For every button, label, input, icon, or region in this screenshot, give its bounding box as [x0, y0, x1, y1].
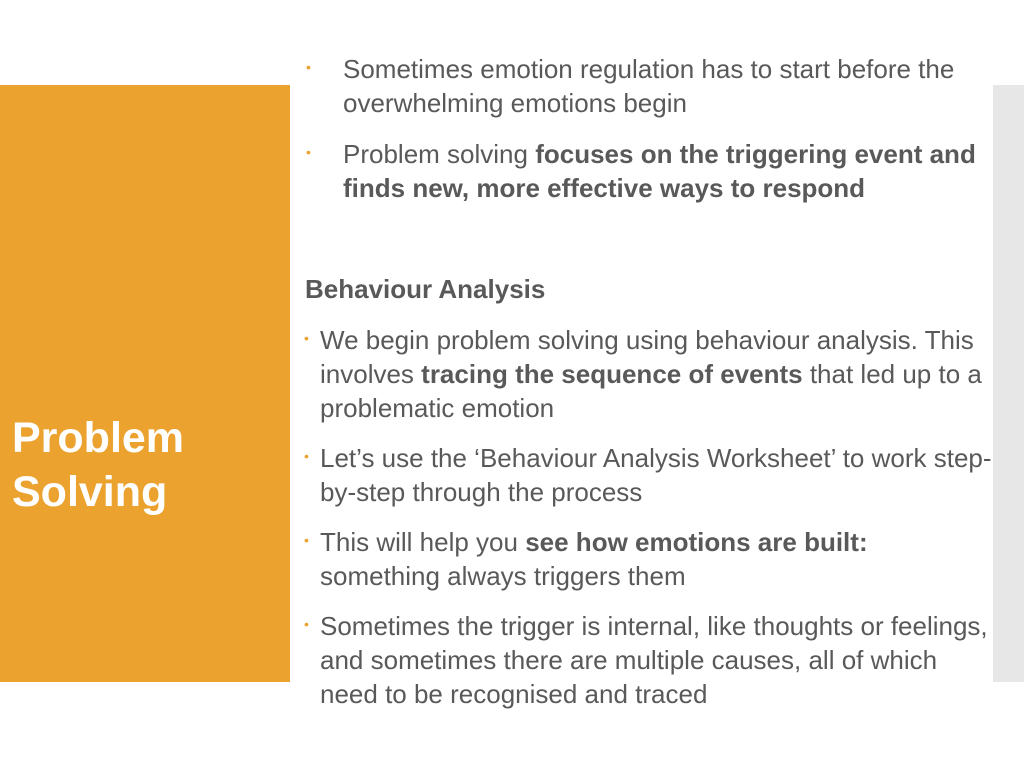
bullet-text: Sometimes the trigger is internal, like … [320, 611, 988, 709]
bullet-dot-icon: • [304, 616, 309, 632]
bullet-dot-icon: • [306, 59, 311, 75]
bullet-item: • Sometimes the trigger is internal, lik… [304, 609, 992, 711]
title-panel: Problem Solving [0, 85, 290, 682]
bullet-text: Problem solving [343, 139, 536, 169]
intro-bullet-list: • Sometimes emotion regulation has to st… [306, 52, 1003, 222]
bullet-dot-icon: • [304, 532, 309, 548]
analysis-bullet-list: • We begin problem solving using behavio… [304, 323, 992, 727]
bullet-text: something always triggers them [320, 561, 686, 591]
bullet-emphasis: tracing the sequence of events [421, 359, 803, 389]
bullet-dot-icon: • [304, 448, 309, 464]
bullet-emphasis: see how emotions are built: [525, 527, 868, 557]
bullet-emphasis: focuses on the triggering event and find… [343, 139, 976, 203]
bullet-item: • Let’s use the ‘Behaviour Analysis Work… [304, 441, 992, 509]
bullet-text: Sometimes emotion regulation has to star… [343, 54, 955, 118]
bullet-text: that led up to a problematic emotion [320, 359, 982, 423]
bullet-text: Let’s use the ‘Behaviour Analysis Worksh… [320, 443, 992, 507]
bullet-dot-icon: • [306, 144, 311, 160]
section-subheading: Behaviour Analysis [305, 274, 546, 304]
bullet-item: • Sometimes emotion regulation has to st… [306, 52, 1003, 120]
right-accent-strip [993, 85, 1024, 682]
slide-title: Problem Solving [12, 414, 185, 516]
bullet-text: This will help you [320, 527, 526, 557]
bullet-item: • This will help you see how emotions ar… [304, 525, 992, 593]
bullet-dot-icon: • [304, 330, 309, 346]
bullet-item: • Problem solving focuses on the trigger… [306, 137, 1003, 205]
bullet-item: • We begin problem solving using behavio… [304, 323, 992, 425]
bullet-text: We begin problem solving using behaviour… [320, 325, 974, 389]
